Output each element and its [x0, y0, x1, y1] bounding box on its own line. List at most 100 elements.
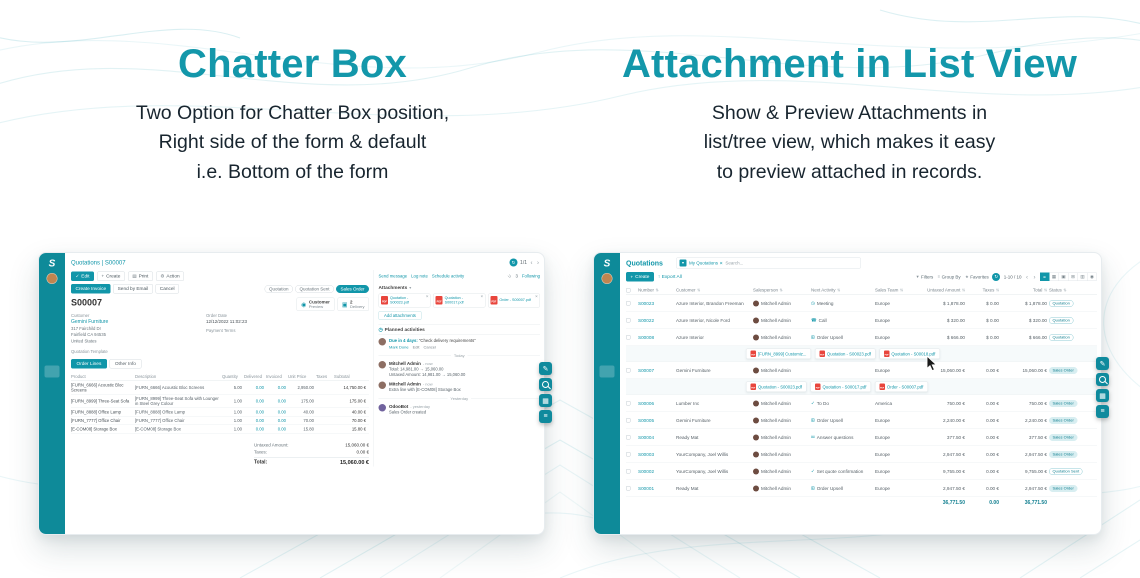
search-option-button[interactable]: ★Favorites — [965, 274, 989, 280]
order-line-row[interactable]: [FURN_8888] Office Lamp [FURN_8888] Offi… — [71, 408, 369, 417]
cell-number[interactable]: S00005 — [638, 417, 655, 423]
column-header[interactable]: Invoiced — [266, 373, 282, 379]
column-header[interactable]: Total⇅ — [1032, 287, 1047, 293]
cell-next-activity[interactable]: ✓To Do — [811, 400, 829, 406]
sidebar-app-icon[interactable] — [45, 381, 60, 393]
sidebar-app-icon[interactable] — [600, 397, 615, 409]
attachment-count[interactable]: 3 — [515, 273, 518, 279]
cell-number[interactable]: S00003 — [638, 451, 655, 457]
chatter-action-link[interactable]: Schedule activity — [431, 273, 465, 279]
column-header[interactable]: Customer⇅ — [676, 287, 701, 293]
sidebar-app-icon[interactable] — [45, 459, 60, 471]
column-header[interactable]: Next Activity⇅ — [811, 287, 841, 293]
sidebar-app-icon[interactable] — [45, 288, 60, 300]
toolbar-button[interactable]: ▤ Print — [127, 271, 153, 281]
row-checkbox[interactable] — [626, 469, 631, 474]
table-row[interactable]: S00003 YourCompany, Joel Willis Mitchell… — [626, 446, 1097, 463]
pager-prev-button[interactable]: ‹ — [530, 259, 533, 266]
sidebar-app-icon[interactable] — [45, 304, 60, 316]
column-header[interactable]: Taxes⇅ — [982, 287, 999, 293]
cell-next-activity[interactable]: ◷Meeting — [811, 300, 834, 306]
remove-attachment-icon[interactable]: ✕ — [425, 295, 429, 299]
sidebar-app-icon[interactable] — [600, 319, 615, 331]
pager-next-button[interactable]: › — [1033, 273, 1036, 281]
column-header[interactable]: Taxes — [316, 373, 328, 379]
row-checkbox[interactable] — [626, 486, 631, 491]
cell-next-activity[interactable]: ⊞Order Upsell — [811, 485, 843, 491]
quick-action-button[interactable]: ✎ — [539, 362, 552, 375]
stage-pill[interactable]: Quotation Sent — [294, 284, 334, 293]
table-row[interactable]: S00007 Gemini Furniture Mitchell Admin E… — [626, 362, 1097, 379]
cell-number[interactable]: S00004 — [638, 434, 655, 440]
cell-number[interactable]: S00007 — [638, 367, 655, 373]
sidebar-app-icon[interactable] — [600, 304, 615, 316]
cancel-activity-button[interactable]: Cancel — [423, 344, 436, 350]
cell-next-activity[interactable]: ✓Set quote confirmation — [811, 468, 864, 474]
quick-action-button[interactable] — [539, 378, 552, 391]
notebook-tab[interactable]: Order Lines — [71, 358, 107, 369]
chevron-down-icon[interactable]: ▾ — [409, 285, 412, 291]
sidebar-app-icon[interactable] — [600, 335, 615, 347]
row-checkbox[interactable] — [626, 335, 631, 340]
row-checkbox[interactable] — [626, 318, 631, 323]
table-row[interactable]: S00023 Azure Interior, Brandon Freeman M… — [626, 295, 1097, 312]
sidebar-app-icon[interactable] — [600, 412, 615, 424]
search-option-button[interactable]: ≡Group By — [937, 274, 961, 280]
sidebar-app-icon[interactable] — [45, 335, 60, 347]
table-row[interactable]: S00002 YourCompany, Joel Willis Mitchell… — [626, 463, 1097, 480]
column-header[interactable]: Delivered — [244, 373, 262, 379]
row-checkbox[interactable] — [626, 418, 631, 423]
column-header[interactable]: Description — [135, 373, 157, 379]
attachment-card[interactable]: PDF Quotation - S00023.pdf ✕ — [378, 293, 431, 308]
row-checkbox[interactable] — [626, 301, 631, 306]
quick-action-button[interactable]: ▦ — [539, 394, 552, 407]
view-switch-button[interactable]: ▦ — [1049, 272, 1059, 281]
cell-number[interactable]: S00001 — [638, 485, 655, 491]
column-header[interactable]: Product — [71, 373, 86, 379]
cell-number[interactable]: S00002 — [638, 468, 655, 474]
sidebar-app-icon[interactable] — [45, 428, 60, 440]
attachment-card[interactable]: PDF Order - S00007.pdf ✕ — [487, 293, 540, 308]
sidebar-app-icon[interactable] — [600, 350, 615, 362]
sidebar-app-icon[interactable] — [44, 365, 60, 378]
sidebar-app-icon[interactable] — [45, 350, 60, 362]
column-header[interactable]: Sales Team⇅ — [875, 287, 904, 293]
search-facet-chip[interactable]: My Quotations✕ — [688, 260, 723, 266]
pager-prev-button[interactable]: ‹ — [1026, 273, 1028, 281]
sync-button[interactable]: ↻ — [509, 258, 518, 267]
sidebar-app-icon[interactable] — [600, 428, 615, 440]
export-all-button[interactable]: ↑Export All — [657, 274, 682, 280]
paperclip-icon[interactable]: ⊃ — [506, 272, 513, 279]
quick-action-button[interactable] — [1096, 373, 1109, 386]
view-switch-button[interactable]: ▥ — [1078, 272, 1088, 281]
mark-done-button[interactable]: Mark Done — [389, 344, 409, 350]
sidebar-app-icon[interactable] — [45, 412, 60, 424]
view-switch-button[interactable]: ◉ — [1087, 272, 1097, 281]
pager-next-button[interactable]: › — [537, 259, 539, 266]
row-checkbox[interactable] — [626, 435, 631, 440]
toolbar-button[interactable]: ✓ Edit — [71, 271, 94, 281]
stage-pill[interactable]: Quotation — [264, 284, 293, 293]
notebook-tab[interactable]: Other Info — [109, 358, 142, 369]
table-row[interactable]: S00022 Azure Interior, Nicole Ford Mitch… — [626, 312, 1097, 329]
order-line-row[interactable]: [FURN_6666] Acoustic Bloc Screens [FURN_… — [71, 381, 369, 395]
cell-number[interactable]: S00006 — [638, 400, 655, 406]
table-row[interactable]: S00005 Gemini Furniture Mitchell Admin ⊞… — [626, 412, 1097, 429]
quick-action-button[interactable]: ≡ — [539, 410, 552, 423]
following-button[interactable]: Following — [521, 273, 540, 279]
statusbar-button[interactable]: Cancel — [155, 284, 180, 294]
view-switch-button[interactable]: ▣ — [1059, 272, 1069, 281]
column-header[interactable]: Untaxed Amount⇅ — [927, 287, 965, 293]
cell-number[interactable]: S00023 — [638, 300, 655, 306]
sidebar-app-icon[interactable] — [45, 443, 60, 455]
quick-action-button[interactable]: ✎ — [1096, 357, 1109, 370]
cell-next-activity[interactable]: ⊞Order Upsell — [811, 334, 843, 340]
attachment-card[interactable]: PDF Quotation - S00017.pdf ✕ — [433, 293, 486, 308]
table-row[interactable]: S00004 Ready Mat Mitchell Admin ✉Answer … — [626, 429, 1097, 446]
column-header[interactable]: Subtotal — [334, 373, 350, 379]
